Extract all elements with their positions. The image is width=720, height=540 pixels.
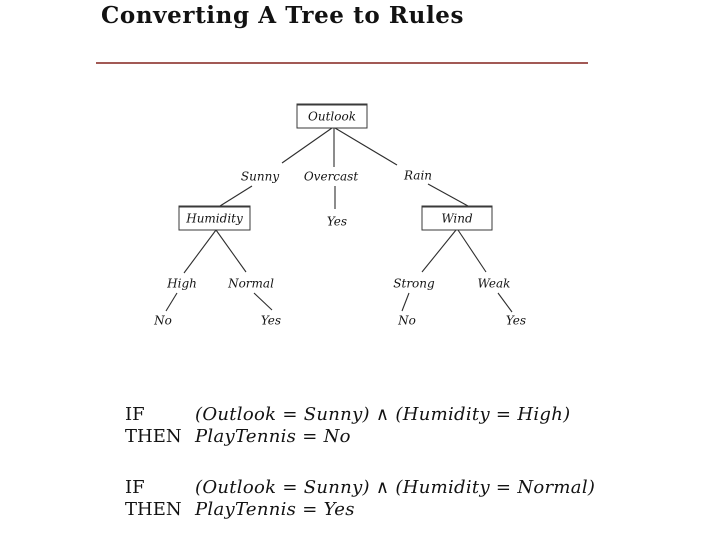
tree-edge: [183, 229, 217, 274]
tree-leaf-normal-yes: Yes: [261, 314, 281, 328]
tree-leaf-strong-no: No: [397, 314, 416, 328]
slide-title: Converting A Tree to Rules: [101, 2, 465, 29]
tree-edge: [253, 292, 273, 311]
tree-edge: [281, 127, 333, 164]
rule-1-conclusion: PlayTennis = No: [195, 426, 351, 447]
tree-node-label-humidity: Humidity: [185, 212, 243, 226]
tree-branch-label-sunny: Sunny: [241, 170, 279, 184]
tree-edge: [215, 229, 247, 273]
tree-edge: [165, 292, 178, 312]
rule-2-then-keyword: THEN: [125, 499, 182, 520]
tree-edge: [427, 183, 469, 207]
tree-leaf-high-no: No: [153, 314, 172, 328]
tree-node-label-outlook: Outlook: [308, 110, 356, 124]
tree-edge: [334, 127, 398, 166]
tree-edge: [457, 229, 487, 273]
rule-block-2: IF (Outlook = Sunny) ∧ (Humidity = Norma…: [125, 477, 595, 521]
rule-1-if-keyword: IF: [125, 404, 145, 425]
tree-leaf-weak-yes: Yes: [506, 314, 526, 328]
tree-branch-label-high: High: [166, 277, 197, 291]
title-divider: [96, 62, 588, 64]
tree-branch-label-weak: Weak: [478, 277, 511, 291]
tree-edge: [497, 292, 513, 313]
tree-leaf-overcast-yes: Yes: [327, 215, 347, 229]
rule-2-condition: (Outlook = Sunny) ∧ (Humidity = Normal): [195, 477, 596, 498]
rule-1-condition: (Outlook = Sunny) ∧ (Humidity = High): [195, 404, 571, 425]
tree-branch-label-normal: Normal: [227, 277, 274, 291]
rule-block-1: IF (Outlook = Sunny) ∧ (Humidity = High)…: [125, 404, 570, 448]
tree-node-label-wind: Wind: [441, 212, 473, 226]
tree-edge: [421, 229, 457, 273]
tree-edge: [219, 185, 253, 207]
tree-node-box-outlook: [296, 103, 368, 129]
rule-2-conclusion: PlayTennis = Yes: [195, 499, 355, 520]
rule-2-if-keyword: IF: [125, 477, 145, 498]
tree-branch-label-rain: Rain: [403, 169, 432, 183]
tree-edge: [401, 292, 410, 312]
tree-branch-label-overcast: Overcast: [304, 170, 358, 184]
tree-branch-label-strong: Strong: [393, 277, 435, 291]
rule-1-then-keyword: THEN: [125, 426, 182, 447]
